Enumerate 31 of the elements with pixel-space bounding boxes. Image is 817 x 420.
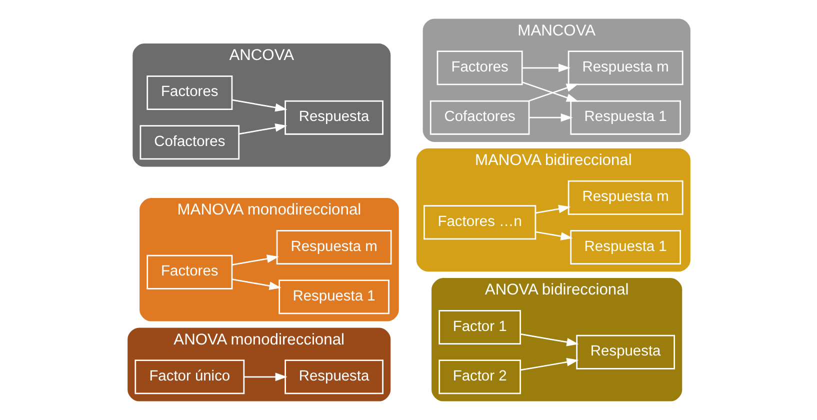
- arrow: [520, 333, 578, 346]
- arrow: [520, 358, 578, 371]
- arrow: [522, 82, 578, 102]
- node-box: Factor único: [134, 360, 244, 394]
- node-box: Respuesta 1: [570, 230, 680, 264]
- node-box: Respuesta m: [276, 230, 392, 264]
- node-box: Respuesta: [284, 100, 383, 135]
- node-box: Respuesta 1: [278, 280, 389, 314]
- node-box: Respuesta m: [567, 180, 683, 215]
- arrow: [244, 372, 287, 382]
- arrow: [232, 278, 281, 290]
- node-box: Respuesta: [576, 334, 675, 370]
- arrow: [534, 231, 572, 240]
- arrow: [232, 254, 278, 266]
- node-box: Factor 2: [438, 360, 520, 394]
- node-box: Factores: [146, 76, 232, 110]
- arrow: [528, 113, 572, 122]
- arrow: [522, 64, 570, 72]
- node-box: Cofactores: [139, 125, 240, 160]
- node-box: Cofactores: [429, 100, 530, 135]
- node-box: Respuesta m: [567, 50, 683, 86]
- node-box: Respuesta 1: [570, 100, 680, 135]
- arrow: [232, 99, 287, 112]
- node-box: Factores: [436, 50, 522, 86]
- node-box: Respuesta: [284, 360, 383, 394]
- node-box: Factor 1: [438, 310, 520, 344]
- arrow: [528, 84, 578, 102]
- node-box: Factores …n: [422, 205, 536, 240]
- node-box: Factores: [146, 254, 232, 290]
- arrow: [238, 124, 287, 135]
- arrow: [534, 204, 570, 214]
